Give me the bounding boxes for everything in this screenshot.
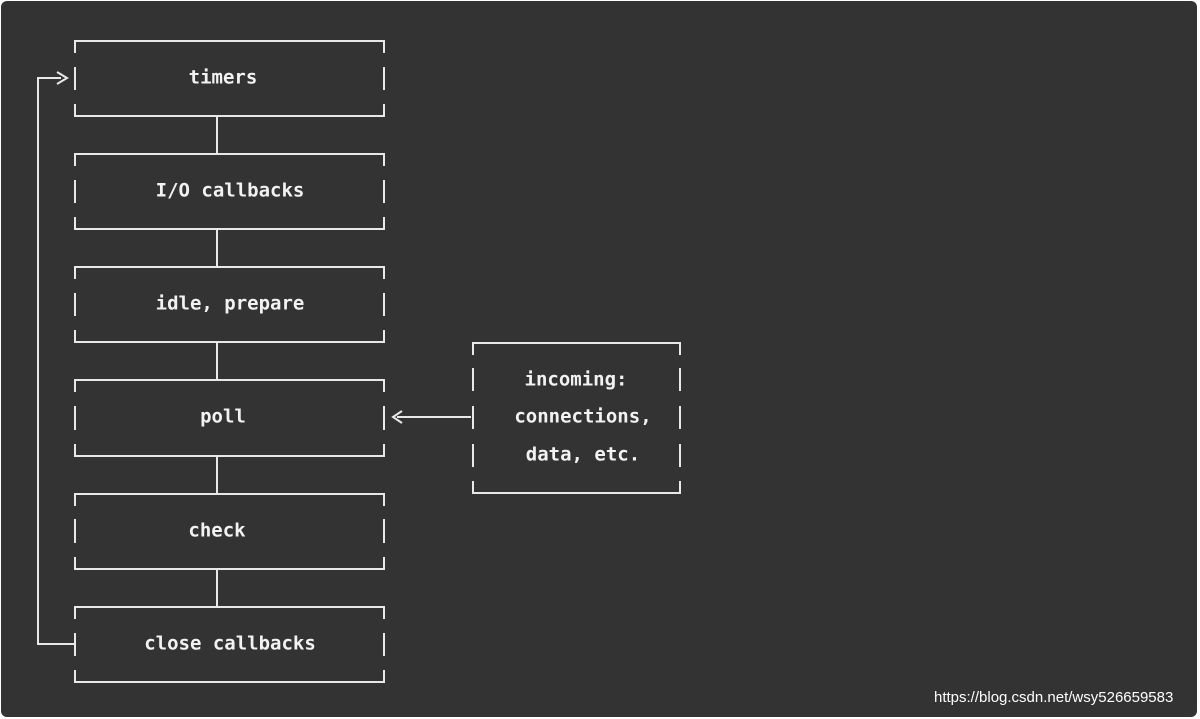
loop-back-connector — [37, 71, 75, 645]
phase-label-io-callbacks: I/O callbacks — [156, 180, 305, 202]
phase-label-close-callbacks: close callbacks — [144, 633, 316, 655]
phase-label-idle-prepare: idle, prepare — [156, 293, 305, 315]
incoming-line-2: connections, — [514, 406, 651, 428]
incoming-to-poll-arrow — [391, 410, 471, 424]
phase-label-timers: timers — [189, 67, 258, 89]
phase-box-close-callbacks: close callbacks — [74, 606, 385, 683]
phase-label-check: check — [188, 520, 246, 542]
incoming-box: incoming: connections, data, etc. — [472, 342, 681, 494]
incoming-line-1: incoming: — [525, 369, 628, 391]
phase-box-idle-prepare: idle, prepare — [74, 266, 385, 343]
phase-box-check: check — [74, 493, 385, 570]
watermark-url: https://blog.csdn.net/wsy526659583 — [934, 689, 1174, 706]
phase-label-poll: poll — [200, 406, 246, 428]
phase-box-timers: timers — [74, 40, 385, 117]
phase-box-io-callbacks: I/O callbacks — [74, 153, 385, 230]
phase-box-poll: poll — [74, 379, 385, 457]
incoming-line-3: data, etc. — [526, 444, 640, 466]
